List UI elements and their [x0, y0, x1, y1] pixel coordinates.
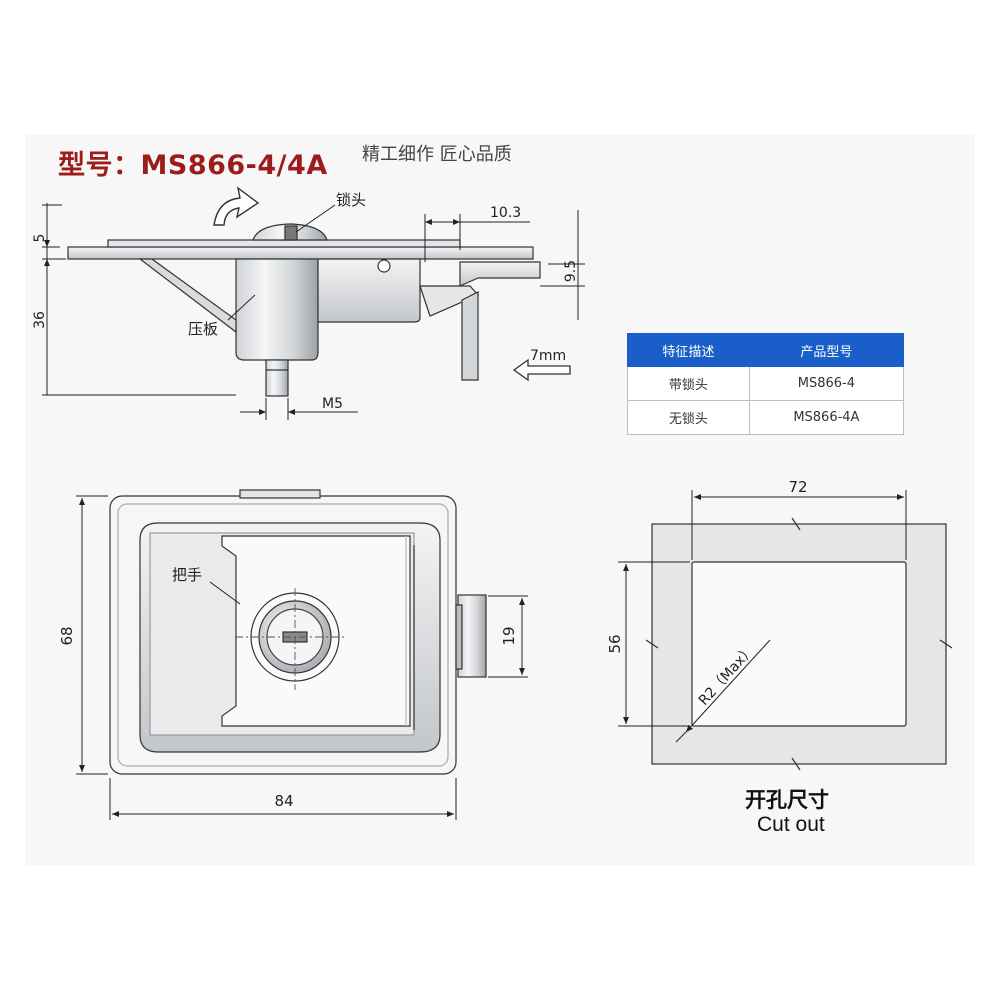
top-tab: [239, 489, 321, 499]
spec-table: 特征描述 产品型号 带锁头 MS866-4 无锁头 MS866-4A: [627, 333, 905, 435]
label-lock-head: 锁头: [336, 191, 366, 209]
table-header-row: 特征描述 产品型号: [627, 333, 905, 367]
dim-9-5: 9.5: [563, 260, 579, 282]
side-view: [67, 223, 541, 397]
label-press-plate: 压板: [188, 320, 218, 338]
cutout-view: [645, 517, 953, 771]
header-feature: 特征描述: [627, 333, 750, 367]
side-view-dimensions: [42, 203, 585, 420]
door-panel: [461, 291, 479, 381]
dim-36: 36: [32, 311, 48, 329]
dim-72: 72: [788, 478, 807, 496]
cell-feature: 带锁头: [627, 366, 750, 401]
table-row: 带锁头 MS866-4: [627, 366, 905, 401]
cutout-caption-en: Cut out: [757, 813, 825, 836]
dim-m5: M5: [322, 396, 343, 412]
dim-10-3: 10.3: [490, 205, 521, 221]
center-lines: [235, 588, 345, 690]
dim-68: 68: [58, 626, 76, 645]
dim-84: 84: [274, 792, 293, 810]
flange-plate: [67, 246, 534, 260]
stud-m5: [265, 359, 289, 397]
dim-5: 5: [32, 234, 48, 243]
dim-56: 56: [606, 634, 624, 653]
cutout-dimensions: [618, 490, 907, 743]
cell-model: MS866-4: [748, 366, 905, 401]
cutout-hole: [691, 561, 907, 727]
label-handle: 把手: [172, 566, 202, 584]
model-title: 型号：MS866-4/4A: [58, 150, 328, 181]
press-plate: [138, 258, 237, 334]
dim-7mm: 7mm: [530, 348, 566, 364]
table-row: 无锁头 MS866-4A: [627, 400, 905, 435]
cutout-caption-cn: 开孔尺寸: [745, 788, 829, 812]
slogan: 精工细作 匠心品质: [362, 144, 512, 165]
thickness-arrow-icon: [512, 358, 571, 382]
dim-19: 19: [500, 626, 518, 645]
rivet-hole: [377, 259, 391, 273]
front-view: [109, 489, 487, 775]
cell-feature: 无锁头: [627, 400, 750, 435]
rotate-arrow-icon: [213, 186, 260, 226]
front-view-dimensions: [76, 495, 528, 820]
cell-model: MS866-4A: [748, 400, 905, 435]
header-model: 产品型号: [748, 333, 905, 367]
lock-body: [235, 258, 319, 361]
side-latch: [457, 594, 487, 678]
